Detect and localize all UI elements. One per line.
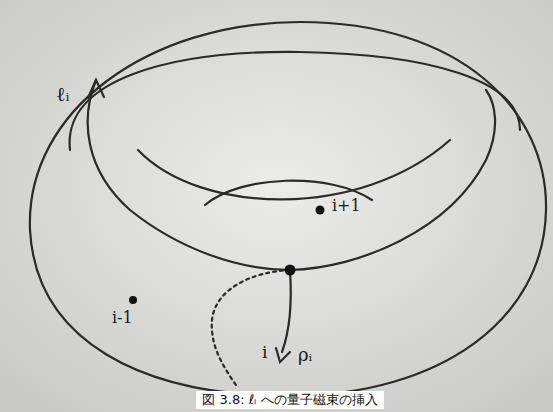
loop-label: ρᵢ (298, 346, 312, 364)
site-label: i+1 (332, 198, 361, 214)
hole-edge (138, 140, 450, 199)
arrow-head (276, 348, 290, 362)
loop-label: ℓᵢ (56, 84, 70, 104)
site-dot (316, 206, 325, 215)
torus-inner-edge (70, 52, 520, 150)
torus-outline (30, 22, 546, 396)
site-dot (285, 265, 296, 276)
site-label: i-1 (112, 310, 133, 326)
site-dot (129, 296, 137, 304)
loop-rho (282, 270, 291, 352)
arrow-head (88, 80, 104, 98)
figure-caption: 図 3.8: ℓᵢ への量子磁束の挿入 (196, 391, 383, 409)
loop-rho-hidden (212, 270, 290, 385)
loop-l (88, 80, 495, 270)
site-label: i (262, 344, 267, 361)
